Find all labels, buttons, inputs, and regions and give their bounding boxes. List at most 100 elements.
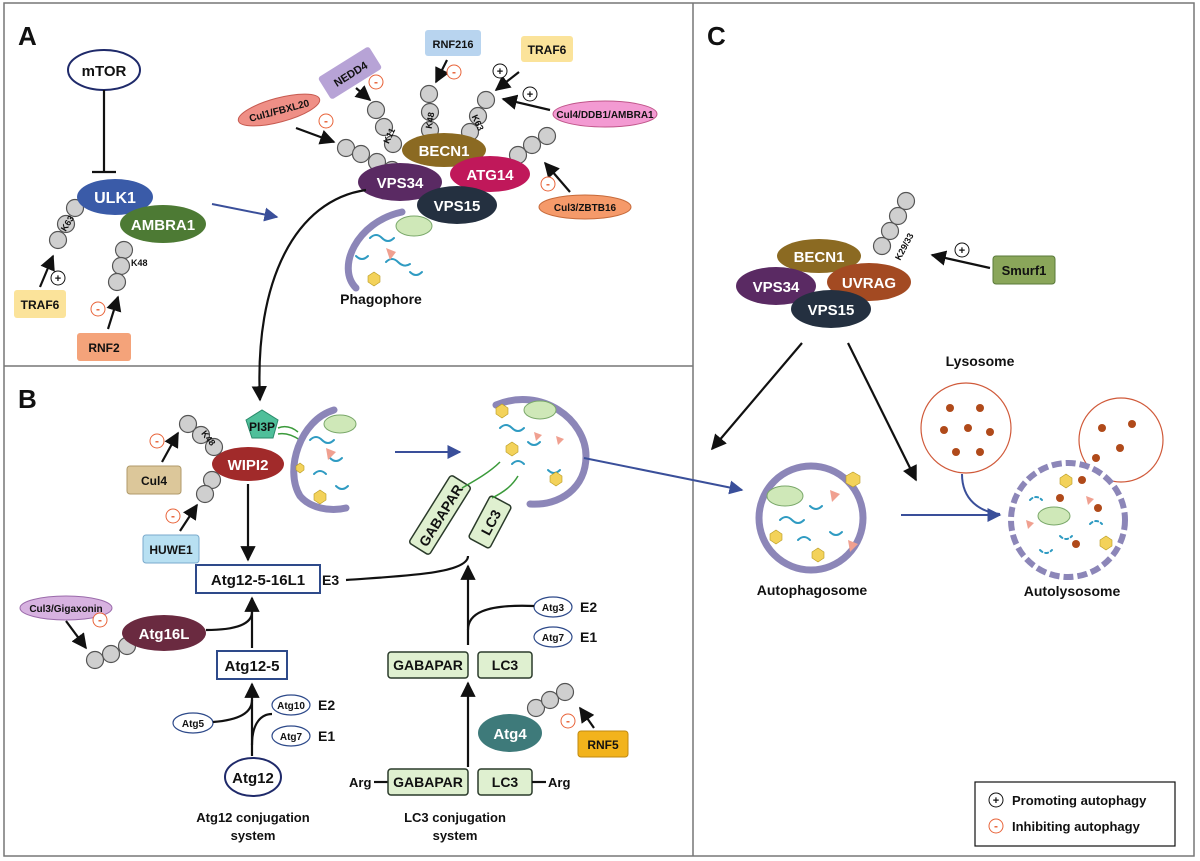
rnf216-label: RNF216 [433, 39, 474, 51]
vps15-node-a [417, 186, 497, 224]
vps34-label-a: VPS34 [377, 175, 424, 192]
minus-icon [560, 713, 576, 729]
rnf2-label: RNF2 [88, 341, 120, 355]
autophagosome [755, 462, 867, 574]
lc3-membrane-group: LC3 [468, 495, 512, 549]
autolysosome-cargo [1026, 420, 1136, 554]
minus-icon [540, 176, 556, 192]
complex-to-pi3p-arrow [251, 188, 367, 402]
minus-icon [90, 301, 106, 317]
e3-label: E3 [322, 572, 339, 588]
rnf5-label: RNF5 [587, 738, 619, 752]
atg10-join-curve [250, 712, 273, 746]
ulk1-to-complex-arrow [211, 203, 279, 222]
atg14-node [450, 156, 530, 192]
arg-label-left: Arg [349, 775, 371, 790]
minus-icon [165, 508, 181, 524]
minus-icon [368, 74, 384, 90]
vps15-label-c: VPS15 [808, 302, 855, 319]
cul3-zbtb16-node [538, 194, 632, 220]
atg16l-node [122, 615, 206, 651]
minus-sign: - [374, 75, 378, 89]
minus-sign: - [171, 509, 175, 523]
atg7-label-atg12: Atg7 [280, 732, 303, 743]
plus-sign: + [497, 66, 503, 78]
nedd4-group: NEDD4 [318, 47, 382, 99]
atg12-system-line2: system [231, 828, 276, 843]
lc3-label-mid: LC3 [492, 657, 519, 673]
cul3-zbtb16-arrow [543, 161, 571, 193]
minus-sign: - [452, 65, 456, 79]
phagophore-b-cargo [295, 414, 357, 505]
smurf1-arrow [930, 250, 991, 270]
minus-sign: - [98, 613, 102, 627]
atg4-chain [526, 682, 575, 718]
elongating-to-autophagosome-arrow [583, 457, 744, 495]
autophagosome-label: Autophagosome [757, 582, 868, 598]
minus-icon [318, 113, 334, 129]
ambra1-k48-chain [107, 240, 134, 292]
legend-box [974, 781, 1176, 847]
traf6-ulk1-arrow [38, 254, 55, 288]
autolysosome-label: Autolysosome [1024, 583, 1121, 599]
phagophore-b-membrane [290, 406, 350, 513]
pi3p-label: PI3P [249, 420, 275, 434]
lysosome-fusion-curve [961, 473, 1001, 515]
panel-label-a: A [18, 21, 37, 51]
e2-label-atg10: E2 [318, 697, 335, 713]
k48-label-ambra1: K48 [131, 258, 148, 268]
plus-icon [522, 86, 538, 102]
becn1-node-a [402, 133, 486, 167]
cul3-gigaxonin-label: Cul3/Gigaxonin [29, 604, 102, 615]
atg4-label: Atg4 [493, 726, 527, 743]
cul3-gigaxonin-node [19, 595, 113, 621]
gabapar-box-mid [387, 651, 469, 679]
uvrag-label: UVRAG [842, 275, 896, 292]
becn1-node-c [777, 239, 861, 273]
atg7-label-lc3: Atg7 [542, 633, 565, 644]
wipi2-label: WIPI2 [228, 457, 269, 474]
plus-icon [954, 242, 970, 258]
legend-minus-sign: - [994, 819, 998, 833]
minus-icon [988, 818, 1004, 834]
rnf2-ambra1-arrow [106, 295, 122, 330]
elongating-cargo [495, 400, 564, 487]
lc3-system-line2: system [433, 828, 478, 843]
atg12-5-16l1-box [195, 564, 321, 594]
cul4-ddb1-arrow [501, 94, 551, 112]
smurf1-label: Smurf1 [1002, 263, 1047, 278]
atg16l-label: Atg16L [139, 626, 190, 643]
atg3-node [533, 596, 573, 618]
e3-to-lc3-curve [345, 555, 470, 582]
atg10-node [271, 694, 311, 716]
huwe1-label: HUWE1 [149, 543, 193, 557]
becn1-label-c: BECN1 [794, 249, 845, 266]
uvrag-node [827, 263, 911, 301]
phagophore-label: Phagophore [340, 291, 422, 307]
mtor-label: mTOR [82, 63, 127, 80]
legend-promoting-label: Promoting autophagy [1012, 793, 1147, 808]
rnf216-box [425, 30, 481, 56]
plus-icon [988, 792, 1004, 808]
lc3-label-bottom: LC3 [492, 774, 519, 790]
atg12-system-line1: Atg12 conjugation [196, 810, 309, 825]
rnf5-box [577, 730, 629, 758]
traf6-label-complex: TRAF6 [528, 43, 567, 57]
vps34-node-c [736, 267, 816, 305]
legend-inhibiting-label: Inhibiting autophagy [1012, 819, 1141, 834]
figure-frame [3, 2, 1195, 857]
atg7-node-lc3 [533, 626, 573, 648]
ambra1-node [120, 205, 206, 243]
huwe1-box [142, 534, 200, 564]
traf6-box-complex [521, 36, 573, 62]
panel-label-b: B [18, 384, 37, 414]
phagophore-cargo [355, 215, 433, 287]
atg12-node [224, 757, 282, 797]
vps34-node-a [358, 163, 442, 201]
smurf1-box [992, 255, 1056, 285]
minus-icon [92, 612, 108, 628]
autophagosome-cargo [766, 471, 861, 563]
atg5-label: Atg5 [182, 719, 205, 730]
atg3-label: Atg3 [542, 603, 565, 614]
